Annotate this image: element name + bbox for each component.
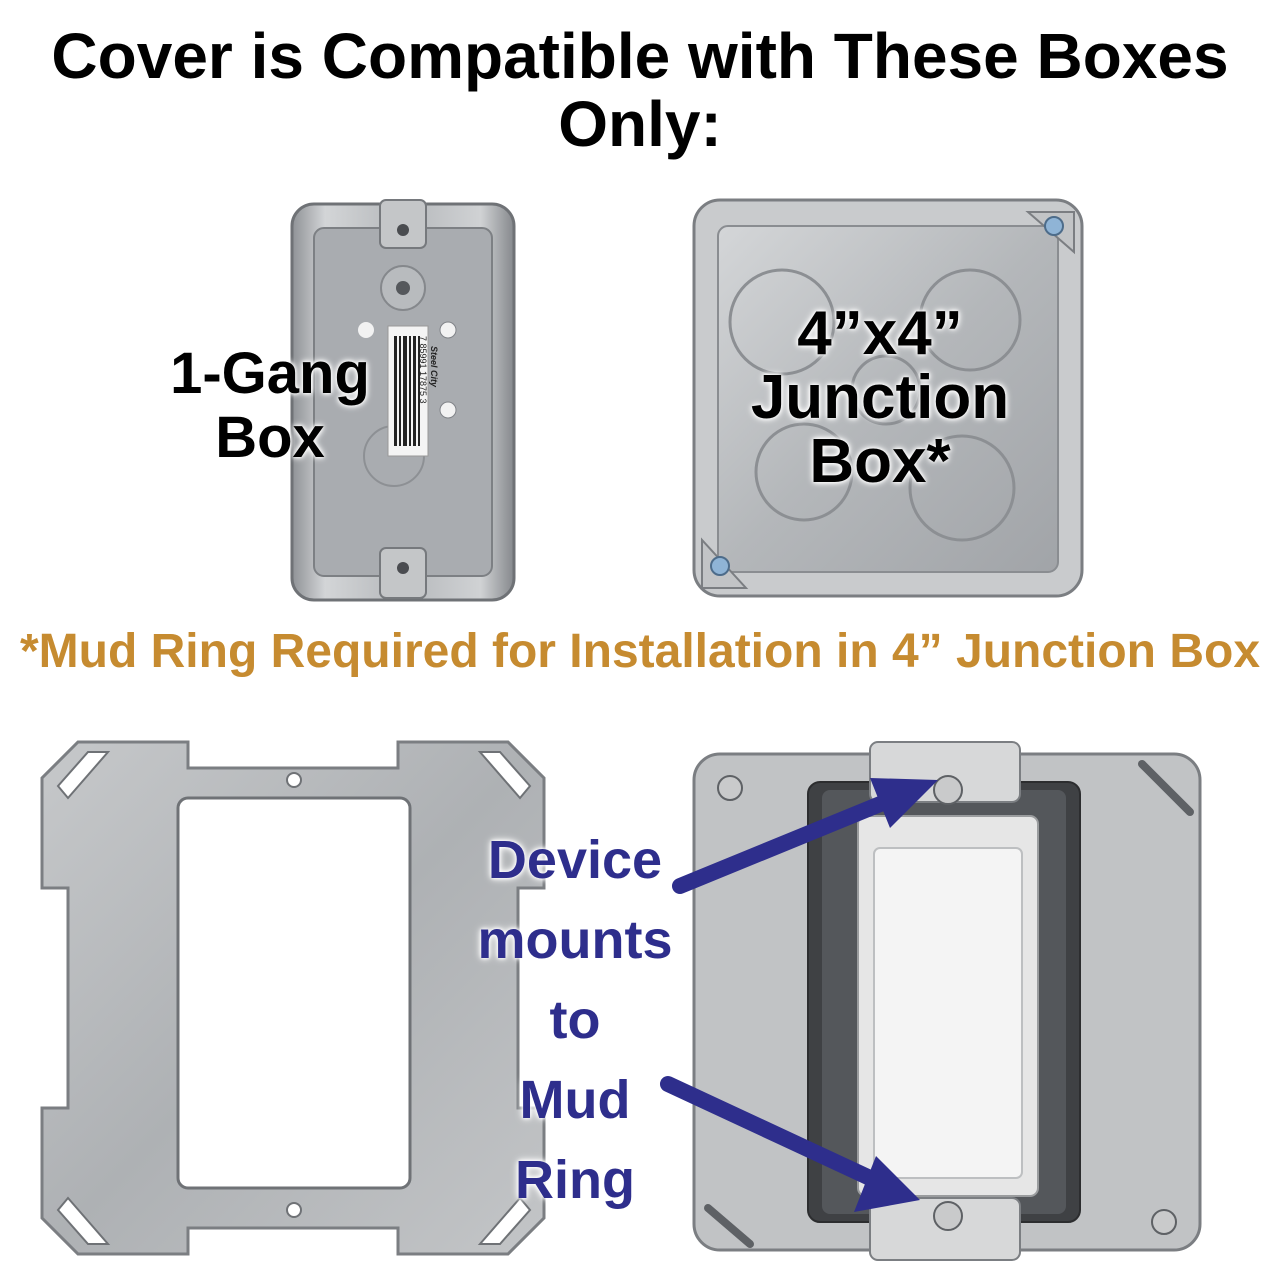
callout-line2: mounts <box>477 910 673 970</box>
page-title: Cover is Compatible with These Boxes Onl… <box>51 20 1229 160</box>
device-mount-callout: Device mounts to Mud Ring <box>430 820 720 1220</box>
one-gang-box-label: 1-Gang Box <box>140 342 400 470</box>
junction-box-label: 4”x4” Junction Box* <box>715 302 1045 494</box>
callout-line1: Device <box>487 830 663 890</box>
barcode-digits: 7 85991 17875 3 <box>418 336 428 404</box>
brand-text: Steel City <box>429 346 439 388</box>
mud-ring-cover-image <box>40 740 546 1256</box>
callout-line5: Ring <box>515 1150 635 1210</box>
junction-box-label-line1: 4”x4” <box>797 299 963 368</box>
one-gang-box-label-line2: Box <box>215 405 325 470</box>
junction-box-label-line2: Junction <box>750 363 1010 432</box>
junction-box-label-line3: Box* <box>809 427 951 496</box>
callout-line4: Mud <box>519 1070 631 1130</box>
mud-ring-note: *Mud Ring Required for Installation in 4… <box>19 625 1261 678</box>
callout-line3: to <box>549 990 601 1050</box>
one-gang-box-label-line1: 1-Gang <box>170 341 370 406</box>
one-gang-box-image: 7 85991 17875 3 Steel City <box>290 199 516 602</box>
junction-box-image <box>692 198 1084 598</box>
callout-arrow-bottom <box>660 1076 920 1212</box>
barcode-sticker <box>387 325 429 457</box>
installed-device-image <box>660 741 1202 1261</box>
callout-arrow-top <box>672 778 938 894</box>
